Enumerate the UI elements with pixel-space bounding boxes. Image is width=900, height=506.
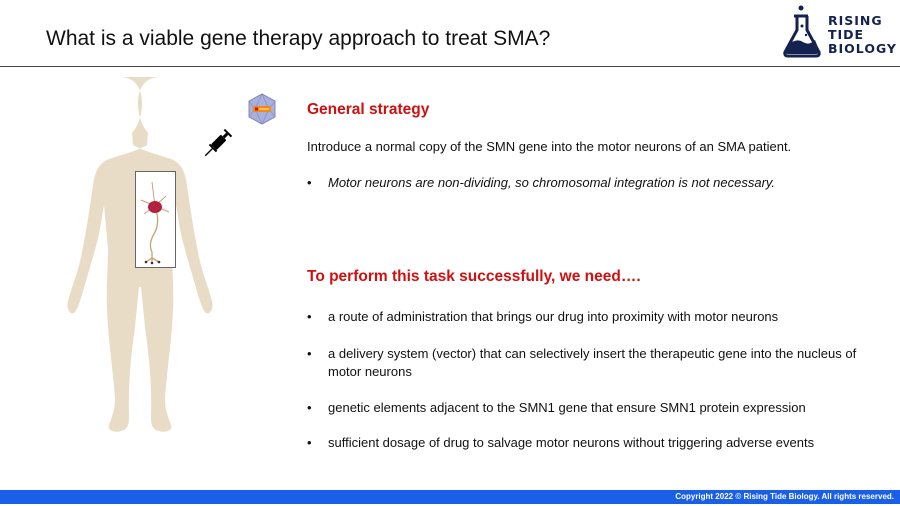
bullet-text: genetic elements adjacent to the SMN1 ge… (328, 400, 806, 415)
bullet-marker: • (307, 346, 312, 361)
bullet-marker: • (307, 400, 312, 415)
syringe-icon (204, 128, 233, 157)
bullet-text: Motor neurons are non-dividing, so chrom… (328, 175, 776, 190)
bullet-marker: • (307, 435, 312, 450)
slide-title: What is a viable gene therapy approach t… (46, 27, 551, 50)
strategy-bullet: • Motor neurons are non-dividing, so chr… (307, 174, 882, 192)
motor-neuron-icon (140, 181, 170, 265)
rising-tide-logo: RISING TIDE BIOLOGY (780, 4, 900, 60)
bullet-text: a delivery system (vector) that can sele… (328, 346, 857, 379)
requirement-bullet: • sufficient dosage of drug to salvage m… (307, 434, 852, 452)
requirement-bullet: • genetic elements adjacent to the SMN1 … (307, 399, 882, 417)
general-strategy-heading: General strategy (307, 101, 430, 118)
flask-icon (783, 5, 821, 58)
logo-line-2: TIDE (828, 27, 865, 42)
bullet-marker: • (307, 175, 312, 190)
header-divider (0, 66, 900, 67)
requirement-bullet: • a delivery system (vector) that can se… (307, 345, 867, 381)
footer-bar: Copyright 2022 © Rising Tide Biology. Al… (0, 490, 900, 504)
requirements-heading: To perform this task successfully, we ne… (307, 268, 641, 285)
copyright-text: Copyright 2022 © Rising Tide Biology. Al… (675, 492, 894, 501)
bullet-text: a route of administration that brings ou… (328, 309, 779, 324)
bullet-marker: • (307, 309, 312, 324)
logo-line-3: BIOLOGY (828, 41, 897, 56)
strategy-text: Introduce a normal copy of the SMN gene … (307, 139, 792, 154)
requirement-bullet: • a route of administration that brings … (307, 308, 882, 326)
viral-vector-icon (248, 93, 276, 125)
logo-line-1: RISING (828, 13, 883, 28)
motor-neuron-inset (135, 171, 176, 268)
bullet-text: sufficient dosage of drug to salvage mot… (328, 435, 815, 450)
